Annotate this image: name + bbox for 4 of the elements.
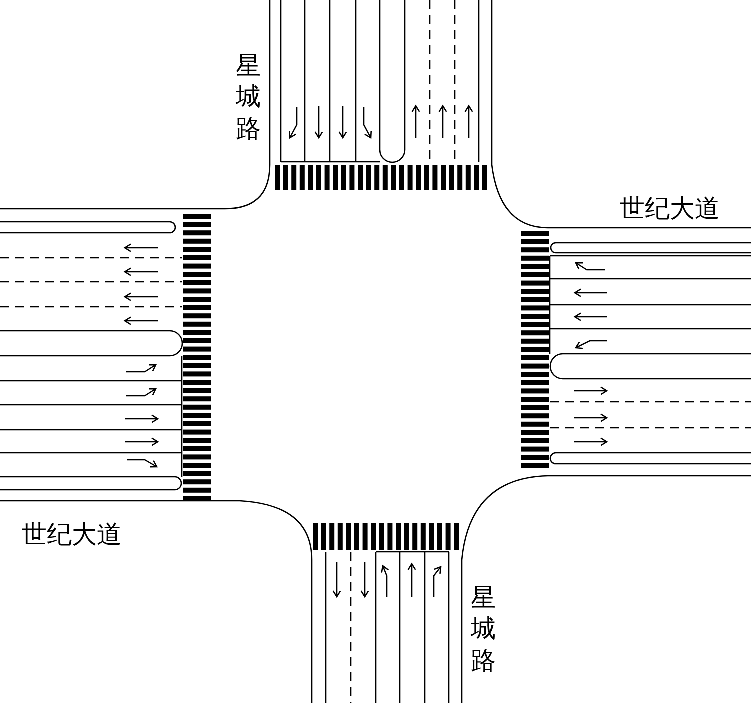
road-name: 星城路 (471, 582, 496, 676)
road-name: 世纪大道 (620, 194, 720, 224)
road-name: 星城路 (236, 50, 261, 144)
road-name: 世纪大道 (22, 520, 122, 550)
